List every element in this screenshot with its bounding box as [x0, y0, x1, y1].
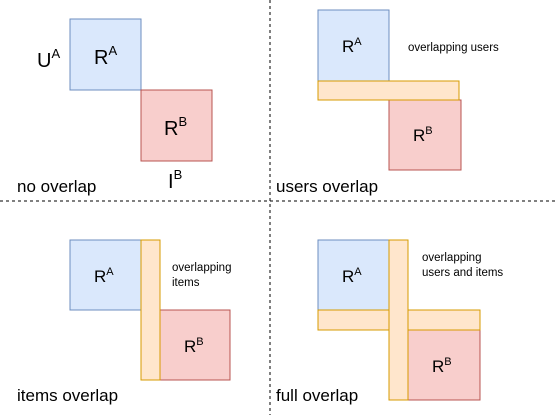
- overlapping-items-band: [140, 239, 161, 381]
- ra-box: [69, 239, 142, 311]
- rb-box: [407, 329, 481, 401]
- panel-users-overlap: RA RB overlapping users users overlap: [276, 9, 499, 196]
- panel-full-overlap: RA RB overlapping users and items full o…: [276, 239, 503, 405]
- ua-label: UA: [37, 46, 60, 72]
- overlapping-users-band: [317, 80, 460, 101]
- overlap-note-line1: overlapping: [422, 252, 481, 264]
- ra-box: [317, 239, 390, 311]
- rb-label: RB: [413, 125, 433, 145]
- ra-label: RA: [94, 43, 117, 69]
- panel-items-overlap: RA RB overlapping items items overlap: [17, 239, 231, 405]
- rb-label: RB: [184, 336, 204, 356]
- ra-box: [317, 9, 390, 82]
- ib-label: IB: [168, 167, 182, 193]
- overlap-note-line2: users and items: [422, 267, 503, 279]
- rb-label: RB: [164, 114, 187, 140]
- overlap-note-line1: overlapping: [172, 262, 231, 274]
- rb-box: [140, 89, 213, 162]
- overlap-note-line2: items: [172, 277, 200, 289]
- panel-caption: full overlap: [276, 386, 358, 405]
- ra-label: RA: [342, 36, 362, 56]
- overlap-note: overlapping users: [408, 42, 499, 54]
- overlapping-items-band: [388, 239, 409, 401]
- rb-box: [159, 309, 231, 381]
- panel-caption: no overlap: [17, 177, 96, 196]
- panel-no-overlap: RA RB UA IB no overlap: [17, 18, 213, 196]
- ra-label: RA: [342, 266, 362, 286]
- panel-caption: items overlap: [17, 386, 118, 405]
- rb-label: RB: [432, 356, 452, 376]
- ra-label: RA: [94, 266, 114, 286]
- panel-caption: users overlap: [276, 177, 378, 196]
- ra-box: [69, 18, 142, 91]
